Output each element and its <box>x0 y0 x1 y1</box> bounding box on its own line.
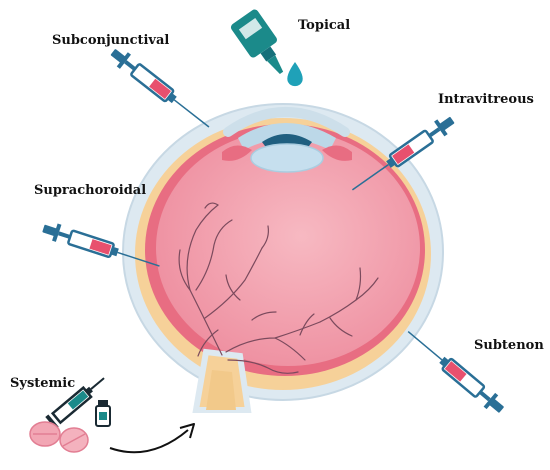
ciliary-body-left <box>222 145 252 161</box>
intravitreous-syringe <box>351 116 455 191</box>
lens <box>250 143 324 173</box>
eyeball <box>122 103 444 413</box>
cornea <box>223 107 350 137</box>
label-suprachoroidal: Suprachoroidal <box>34 183 147 198</box>
ciliary-body-right <box>322 145 352 161</box>
subconjunctival-syringe <box>110 49 210 128</box>
label-systemic: Systemic <box>10 376 76 391</box>
eye-drop-bottle-icon <box>230 9 284 74</box>
pills-icon <box>29 421 89 453</box>
suprachoroidal-syringe <box>42 223 160 267</box>
systemic-syringe-icon <box>43 377 105 430</box>
curved-arrow-icon <box>109 423 195 454</box>
label-topical: Topical <box>298 18 351 33</box>
label-subtenon: Subtenon <box>474 338 544 353</box>
subtenon-syringe <box>407 331 504 413</box>
label-intravitreous: Intravitreous <box>438 92 534 107</box>
vial-icon <box>95 400 111 427</box>
optic-nerve-core <box>206 370 236 410</box>
eye-drop-icon <box>287 62 303 87</box>
label-subconjunctival: Subconjunctival <box>52 33 170 48</box>
retinal-vessels <box>178 202 379 374</box>
